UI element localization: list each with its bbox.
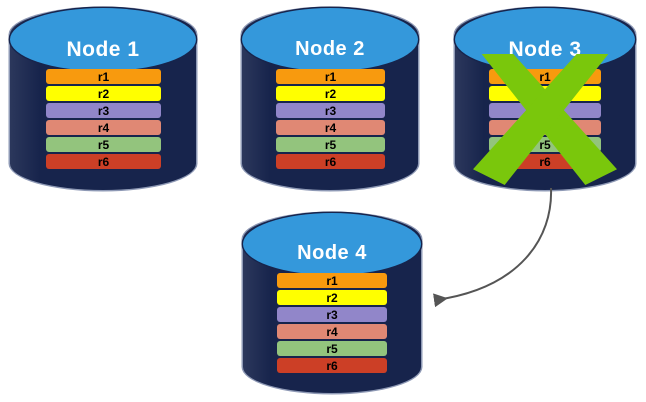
node-2-title: Node 2 — [295, 38, 365, 60]
node-1-rows: r1 r2 r3 r4 r5 r6 — [46, 69, 161, 169]
node-2-row-r4[interactable]: r4 — [276, 120, 385, 135]
node-1[interactable]: Node 1 r1 r2 r3 r4 r5 r6 — [10, 8, 196, 190]
node-1-row-r5[interactable]: r5 — [46, 137, 161, 152]
node-4-row-r3[interactable]: r3 — [277, 307, 387, 322]
node-1-row-r2[interactable]: r2 — [46, 86, 161, 101]
node-2-row-r6[interactable]: r6 — [276, 154, 385, 169]
node-1-row-r4[interactable]: r4 — [46, 120, 161, 135]
node-4-row-r1[interactable]: r1 — [277, 273, 387, 288]
node-3-row-r6[interactable]: r6 — [489, 154, 601, 169]
node-2-row-r5[interactable]: r5 — [276, 137, 385, 152]
node-4-row-r4[interactable]: r4 — [277, 324, 387, 339]
node-1-row-r6[interactable]: r6 — [46, 154, 161, 169]
node-2-row-r2[interactable]: r2 — [276, 86, 385, 101]
node-3-row-r4[interactable]: r4 — [489, 120, 601, 135]
node-1-top-ellipse — [10, 8, 196, 71]
node-3-title: Node 3 — [508, 38, 582, 61]
node-3-rows: r1 r2 r3 r4 r5 r6 — [489, 69, 601, 169]
node-3-row-r3[interactable]: r3 — [489, 103, 601, 118]
node-1-row-r3[interactable]: r3 — [46, 103, 161, 118]
node-4-row-r2[interactable]: r2 — [277, 290, 387, 305]
node-4-top-ellipse — [243, 213, 421, 275]
node-3[interactable]: Node 3 r1 r2 r3 r4 r5 r6 — [455, 8, 635, 190]
node-2-top-ellipse — [242, 8, 418, 71]
node-3-row-r5[interactable]: r5 — [489, 137, 601, 152]
node-4-row-r5[interactable]: r5 — [277, 341, 387, 356]
node-2-row-r3[interactable]: r3 — [276, 103, 385, 118]
node-1-title: Node 1 — [66, 38, 140, 61]
node-2[interactable]: Node 2 r1 r2 r3 r4 r5 r6 — [242, 8, 418, 190]
node-3-row-r1[interactable]: r1 — [489, 69, 601, 84]
node-3-row-r2[interactable]: r2 — [489, 86, 601, 101]
node-4-rows: r1 r2 r3 r4 r5 r6 — [277, 273, 387, 373]
node-2-rows: r1 r2 r3 r4 r5 r6 — [276, 69, 385, 169]
node-4-row-r6[interactable]: r6 — [277, 358, 387, 373]
node-4[interactable]: Node 4 r1 r2 r3 r4 r5 r6 — [243, 213, 421, 393]
node-4-title: Node 4 — [297, 242, 367, 264]
replication-arrow-path — [433, 187, 553, 308]
node-1-row-r1[interactable]: r1 — [46, 69, 161, 84]
node-2-row-r1[interactable]: r1 — [276, 69, 385, 84]
